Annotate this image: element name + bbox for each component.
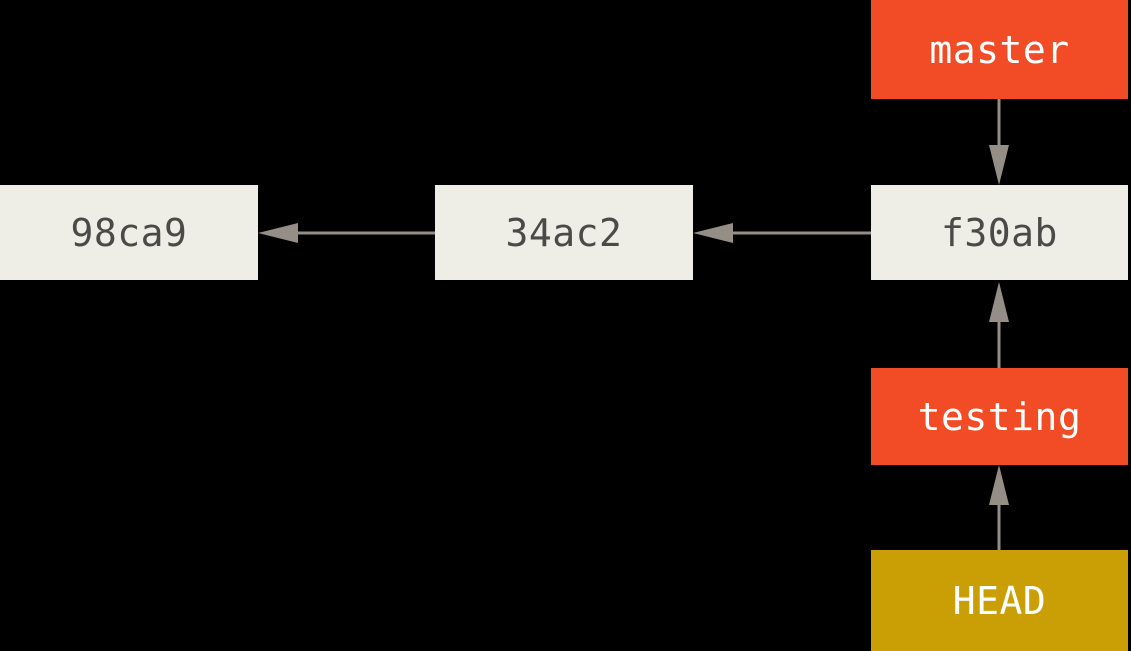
commit-node-34ac2[interactable]: 34ac2 (435, 185, 693, 280)
commit-node-f30ab[interactable]: f30ab (871, 185, 1128, 280)
head-pointer-node[interactable]: HEAD (871, 550, 1128, 651)
branch-label-master: master (929, 27, 1070, 72)
commit-label-98ca9: 98ca9 (70, 210, 188, 255)
commit-label-f30ab: f30ab (941, 210, 1058, 255)
head-pointer-label: HEAD (952, 578, 1047, 623)
arrow-34ac2-to-98ca9 (258, 215, 435, 251)
commit-label-34ac2: 34ac2 (505, 210, 623, 255)
arrow-testing-to-f30ab (981, 280, 1017, 368)
branch-node-master[interactable]: master (871, 0, 1128, 99)
arrow-master-to-f30ab (981, 99, 1017, 185)
arrow-head-to-testing (981, 465, 1017, 550)
arrow-f30ab-to-34ac2 (693, 215, 871, 251)
branch-label-testing: testing (917, 394, 1082, 439)
branch-node-testing[interactable]: testing (871, 368, 1128, 465)
commit-node-98ca9[interactable]: 98ca9 (0, 185, 258, 280)
